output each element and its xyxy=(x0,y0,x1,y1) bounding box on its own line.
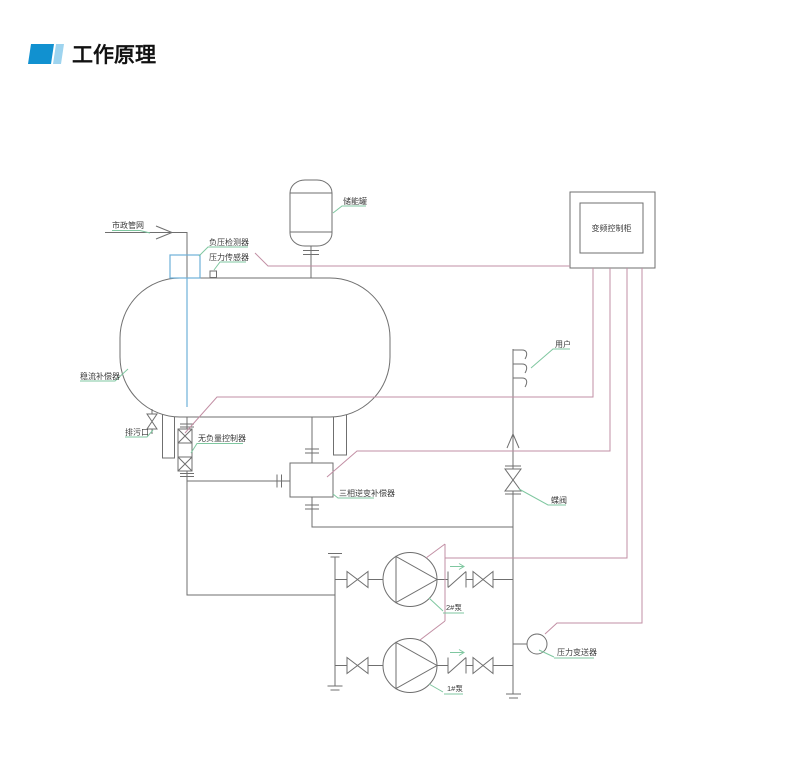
no-negative-controller-device xyxy=(177,417,194,477)
drain-label: 排污口 xyxy=(125,427,149,437)
gate-valve xyxy=(346,656,359,675)
check-valve xyxy=(447,657,467,674)
gate-valve xyxy=(346,570,359,589)
gate-valve xyxy=(356,570,369,589)
gate-valve xyxy=(482,570,494,589)
signal-wires xyxy=(184,252,643,641)
flow-up-arrow xyxy=(506,433,520,449)
wire-pumps xyxy=(419,268,628,641)
pressure-transmitter-label: 压力变送器 xyxy=(557,647,597,657)
storage-tank xyxy=(289,179,333,278)
inverter-compensator-label: 三相逆变补偿器 xyxy=(339,488,395,498)
suction-manifold xyxy=(327,553,343,691)
vfd-cabinet-label: 变频控制柜 xyxy=(592,223,632,233)
gate-valve xyxy=(356,656,369,675)
tank-support-legs xyxy=(162,398,347,459)
page-title: 工作原理 xyxy=(72,43,156,67)
vfd-control-cabinet: 变频控制柜 xyxy=(569,191,656,269)
title-slash-icon xyxy=(53,44,64,64)
pressure-transmitter-device xyxy=(513,633,548,655)
gate-valve xyxy=(482,656,494,675)
diagram-labels: 市政管网 负压检测器 压力传感器 储能罐 稳流补偿器 排污口 无负量控制器 三相… xyxy=(80,196,597,693)
gate-valve xyxy=(472,656,484,675)
discharge-riser xyxy=(506,349,528,699)
pump1-label: 1#泵 xyxy=(447,684,463,693)
inverter-compensator-branch xyxy=(187,474,290,488)
pump1-row xyxy=(335,638,513,693)
vacuum-detector-label: 负压检测器 xyxy=(209,237,249,247)
gate-valve xyxy=(472,570,484,589)
check-valve xyxy=(447,571,467,588)
user-tap xyxy=(513,349,528,360)
user-tap xyxy=(513,363,528,374)
user-label: 用户 xyxy=(555,339,571,349)
pump2-label: 2#泵 xyxy=(446,603,462,612)
wire-inverter-compensator xyxy=(326,268,611,478)
pressure-sensor-device xyxy=(209,270,217,278)
butterfly-valve-label: 蝶阀 xyxy=(551,495,567,505)
label-leaders xyxy=(80,205,594,695)
wire-no-negative-controller xyxy=(184,268,594,434)
user-tap xyxy=(513,377,528,388)
drain-valve xyxy=(146,409,158,434)
flow-compensator-tank xyxy=(119,277,391,418)
wire-pressure-transmitter xyxy=(544,268,643,635)
vacuum-detector-box xyxy=(169,254,201,279)
flow-compensator-label: 稳流补偿器 xyxy=(80,371,120,381)
pump2-row xyxy=(335,552,513,607)
flow-arrow xyxy=(155,225,174,240)
municipal-label: 市政管网 xyxy=(112,220,144,230)
municipal-inlet-pipe xyxy=(105,225,188,278)
pressure-sensor-label: 压力传感器 xyxy=(209,252,249,262)
suction-feed-pipe xyxy=(186,471,335,596)
flow-direction-arrow xyxy=(450,563,465,570)
wire-pressure-sensor xyxy=(254,252,570,267)
storage-tank-label: 储能罐 xyxy=(343,196,367,206)
flow-direction-arrow xyxy=(450,649,465,656)
butterfly-valve-device xyxy=(504,465,522,495)
no-negative-controller-label: 无负量控制器 xyxy=(198,433,246,443)
title-parallelogram-icon xyxy=(28,44,54,64)
inverter-compensator-device xyxy=(289,417,513,528)
section-title: 工作原理 xyxy=(28,43,156,67)
